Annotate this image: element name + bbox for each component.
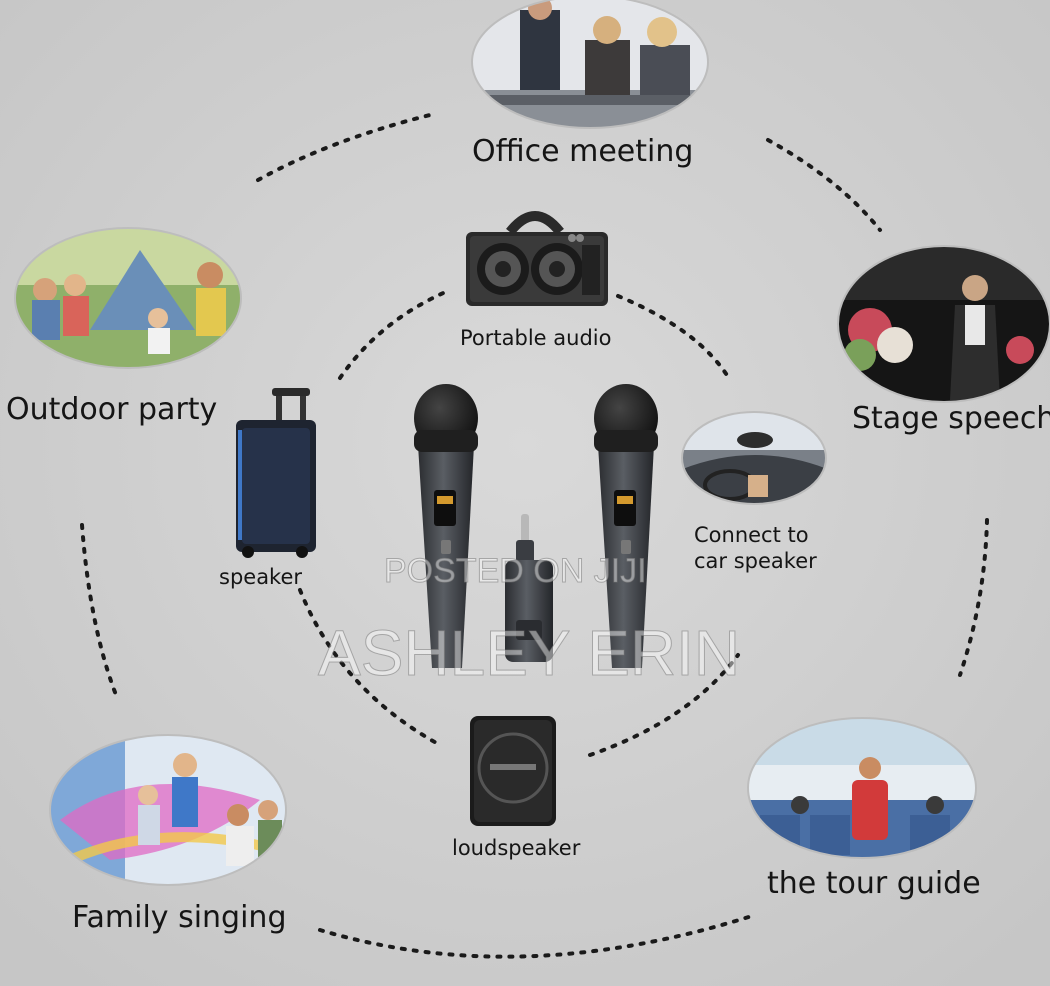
watermark-posted: POSTED ON JIJI (384, 552, 648, 591)
wireless-receiver (505, 514, 553, 662)
label-family-singing: Family singing (72, 900, 287, 935)
label-loudspeaker: loudspeaker (452, 836, 581, 860)
stage-speech-photo (838, 246, 1050, 402)
loudspeaker-device (470, 716, 556, 826)
label-portable-audio: Portable audio (460, 326, 612, 350)
microphone-right (594, 384, 658, 668)
label-car-speaker-line1: Connect to (694, 523, 809, 547)
label-speaker: speaker (219, 565, 303, 589)
trolley-speaker-device (236, 388, 316, 558)
outdoor-party-photo (15, 228, 241, 368)
label-stage-speech: Stage speech (852, 401, 1050, 436)
watermark-name: ASHLEY ERIN (317, 617, 741, 690)
family-singing-photo (50, 735, 286, 885)
label-tour-guide: the tour guide (767, 866, 981, 901)
label-car-speaker-line2: car speaker (694, 549, 817, 573)
portable-audio-device (466, 211, 608, 306)
label-office-meeting: Office meeting (472, 134, 694, 169)
outer-dashed-ring (80, 113, 989, 959)
label-car-speaker: Connect to car speaker (694, 522, 817, 574)
label-outdoor-party: Outdoor party (6, 392, 218, 427)
microphone-left (414, 384, 478, 668)
inner-dashed-ring (298, 288, 740, 757)
